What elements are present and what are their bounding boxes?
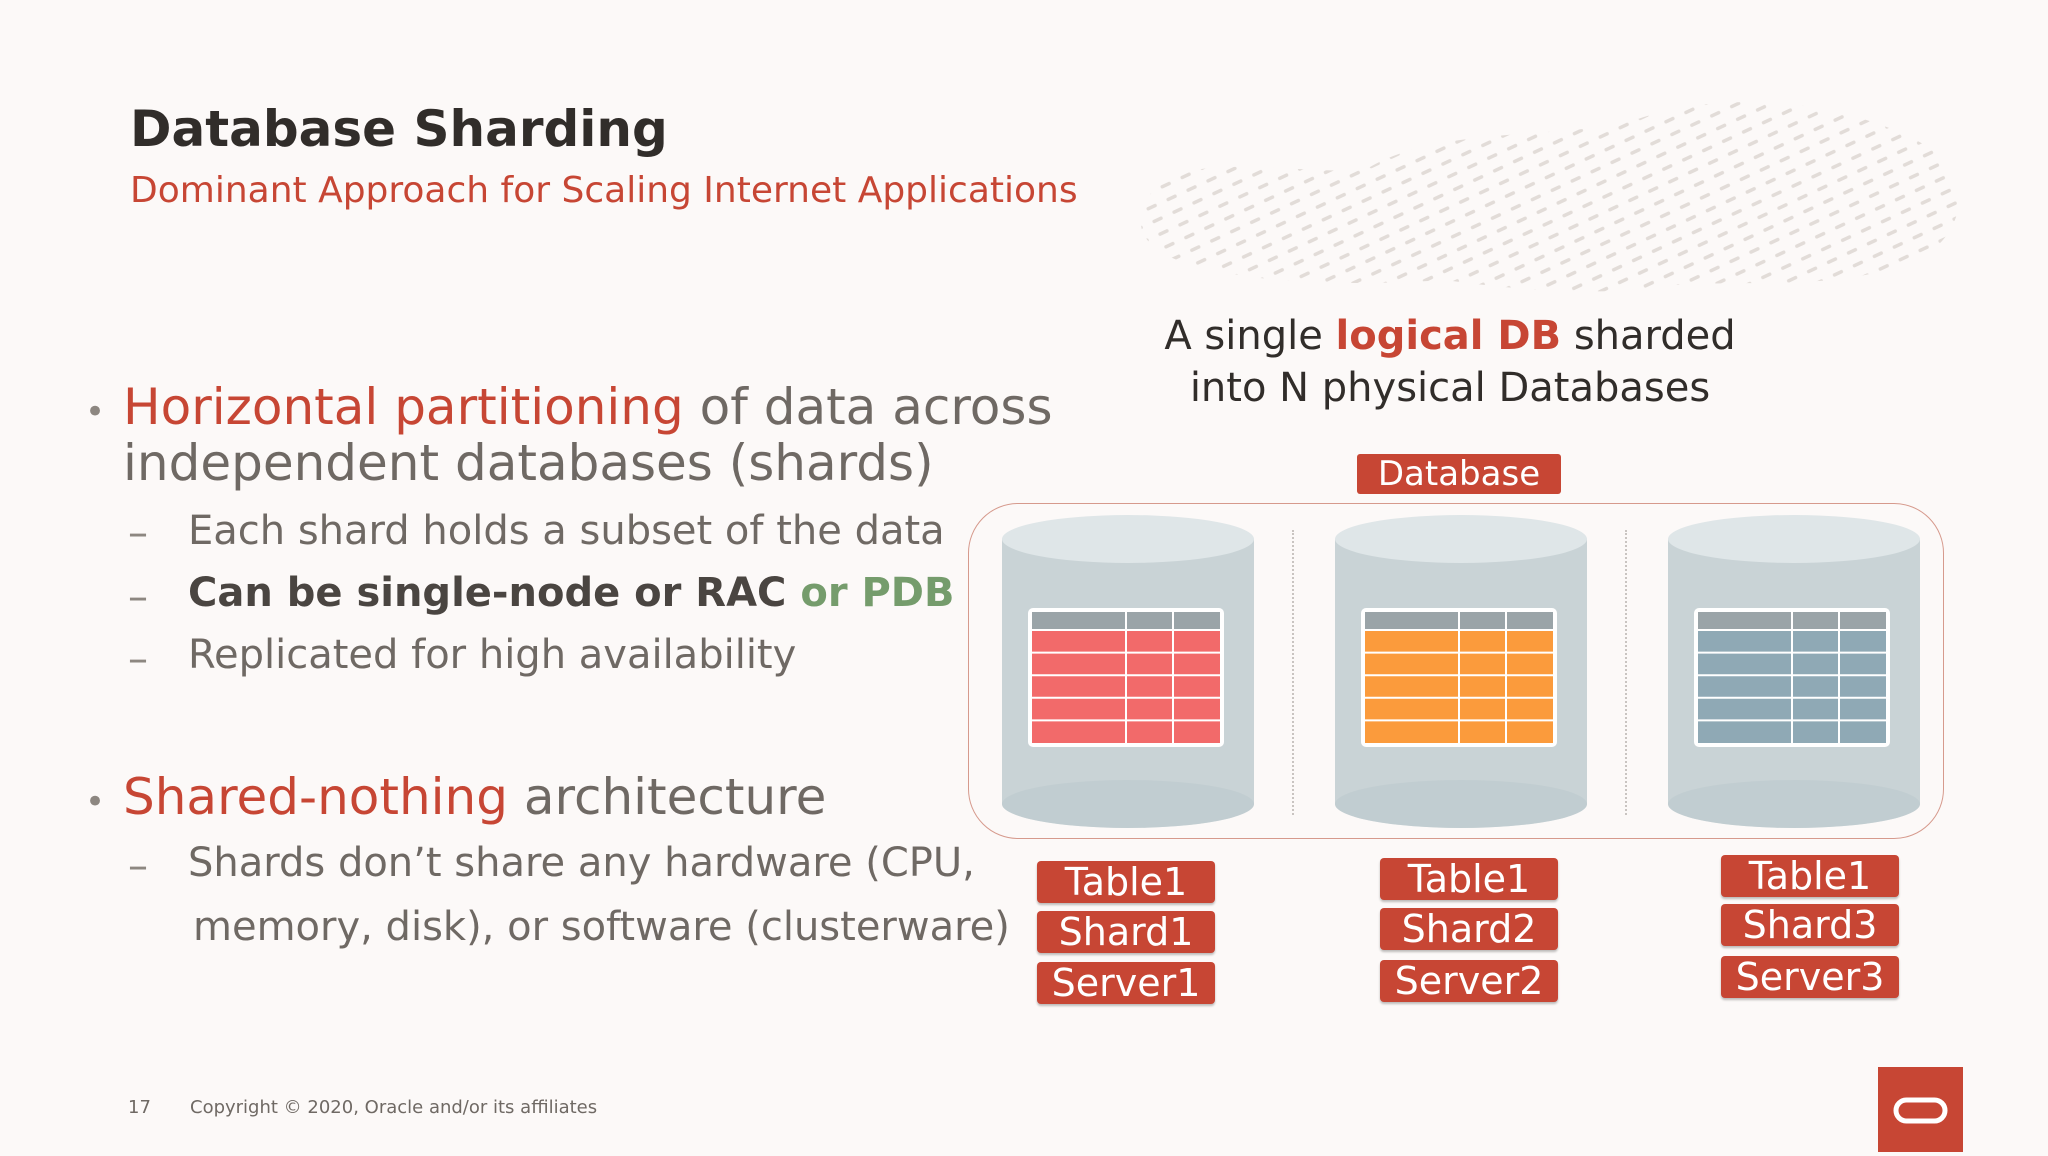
table-label: Table1 xyxy=(1037,861,1215,903)
page-number: 17 xyxy=(128,1097,151,1118)
bullet-text: of data across xyxy=(683,378,1053,436)
shard-label: Shard1 xyxy=(1037,911,1215,953)
shard-label: Shard2 xyxy=(1380,908,1558,950)
bullet-highlight: Horizontal partitioning xyxy=(123,378,684,436)
database-cylinder xyxy=(1002,515,1254,828)
server-label: Server2 xyxy=(1380,960,1558,1002)
database-label: Database xyxy=(1357,454,1561,494)
table-grid-icon xyxy=(1694,608,1890,747)
bullet-line2: independent databases (shards) xyxy=(123,434,934,492)
table-label: Table1 xyxy=(1721,855,1899,897)
caption-line2: into N physical Databases xyxy=(1189,365,1711,411)
dash-marker: – xyxy=(128,843,148,889)
bullet-highlight: Shared-nothing xyxy=(123,768,508,826)
separator-line xyxy=(1292,530,1294,815)
caption-highlight: logical DB xyxy=(1335,313,1562,359)
database-cylinder xyxy=(1668,515,1920,828)
slide-title: Database Sharding xyxy=(130,100,668,158)
separator-line xyxy=(1625,530,1627,815)
caption-text: A single xyxy=(1164,313,1336,359)
decorative-cloud-pattern xyxy=(1140,101,1960,292)
sub-bullet-rac-pdb: Can be single-node or RAC or PDB xyxy=(188,570,954,616)
caption-text: sharded xyxy=(1561,313,1736,359)
sub-bullet-green: or PDB xyxy=(786,570,955,616)
bullet-shared-nothing: Shared-nothing architecture xyxy=(123,768,826,826)
shard-label: Shard3 xyxy=(1721,904,1899,946)
oracle-logo xyxy=(1878,1067,1963,1152)
sub-bullet-strong: Can be single-node or RAC xyxy=(188,570,787,616)
diagram-caption: A single logical DB sharded into N physi… xyxy=(1120,310,1780,414)
slide-subtitle: Dominant Approach for Scaling Internet A… xyxy=(130,170,1078,211)
sub-bullet-replicated: Replicated for high availability xyxy=(188,632,797,678)
database-cylinder xyxy=(1335,515,1587,828)
server-label: Server3 xyxy=(1721,956,1899,998)
bullet-marker: • xyxy=(85,782,106,822)
bullet-text: architecture xyxy=(507,768,827,826)
sub-bullet-hardware: Shards don’t share any hardware (CPU, xyxy=(188,840,975,886)
copyright-text: Copyright © 2020, Oracle and/or its affi… xyxy=(190,1097,598,1118)
database-group-box xyxy=(968,503,1944,839)
table-grid-icon xyxy=(1028,608,1224,747)
bullet-horizontal-partitioning: Horizontal partitioning of data across xyxy=(123,378,1053,436)
server-label: Server1 xyxy=(1037,962,1215,1004)
table-grid-icon xyxy=(1361,608,1557,747)
sub-bullet-hardware-line2: memory, disk), or software (clusterware) xyxy=(193,904,1010,950)
dash-marker: – xyxy=(128,510,148,556)
bullet-marker: • xyxy=(85,392,106,432)
table-label: Table1 xyxy=(1380,858,1558,900)
dash-marker: – xyxy=(128,574,148,620)
sub-bullet-subset: Each shard holds a subset of the data xyxy=(188,508,945,554)
dash-marker: – xyxy=(128,636,148,682)
